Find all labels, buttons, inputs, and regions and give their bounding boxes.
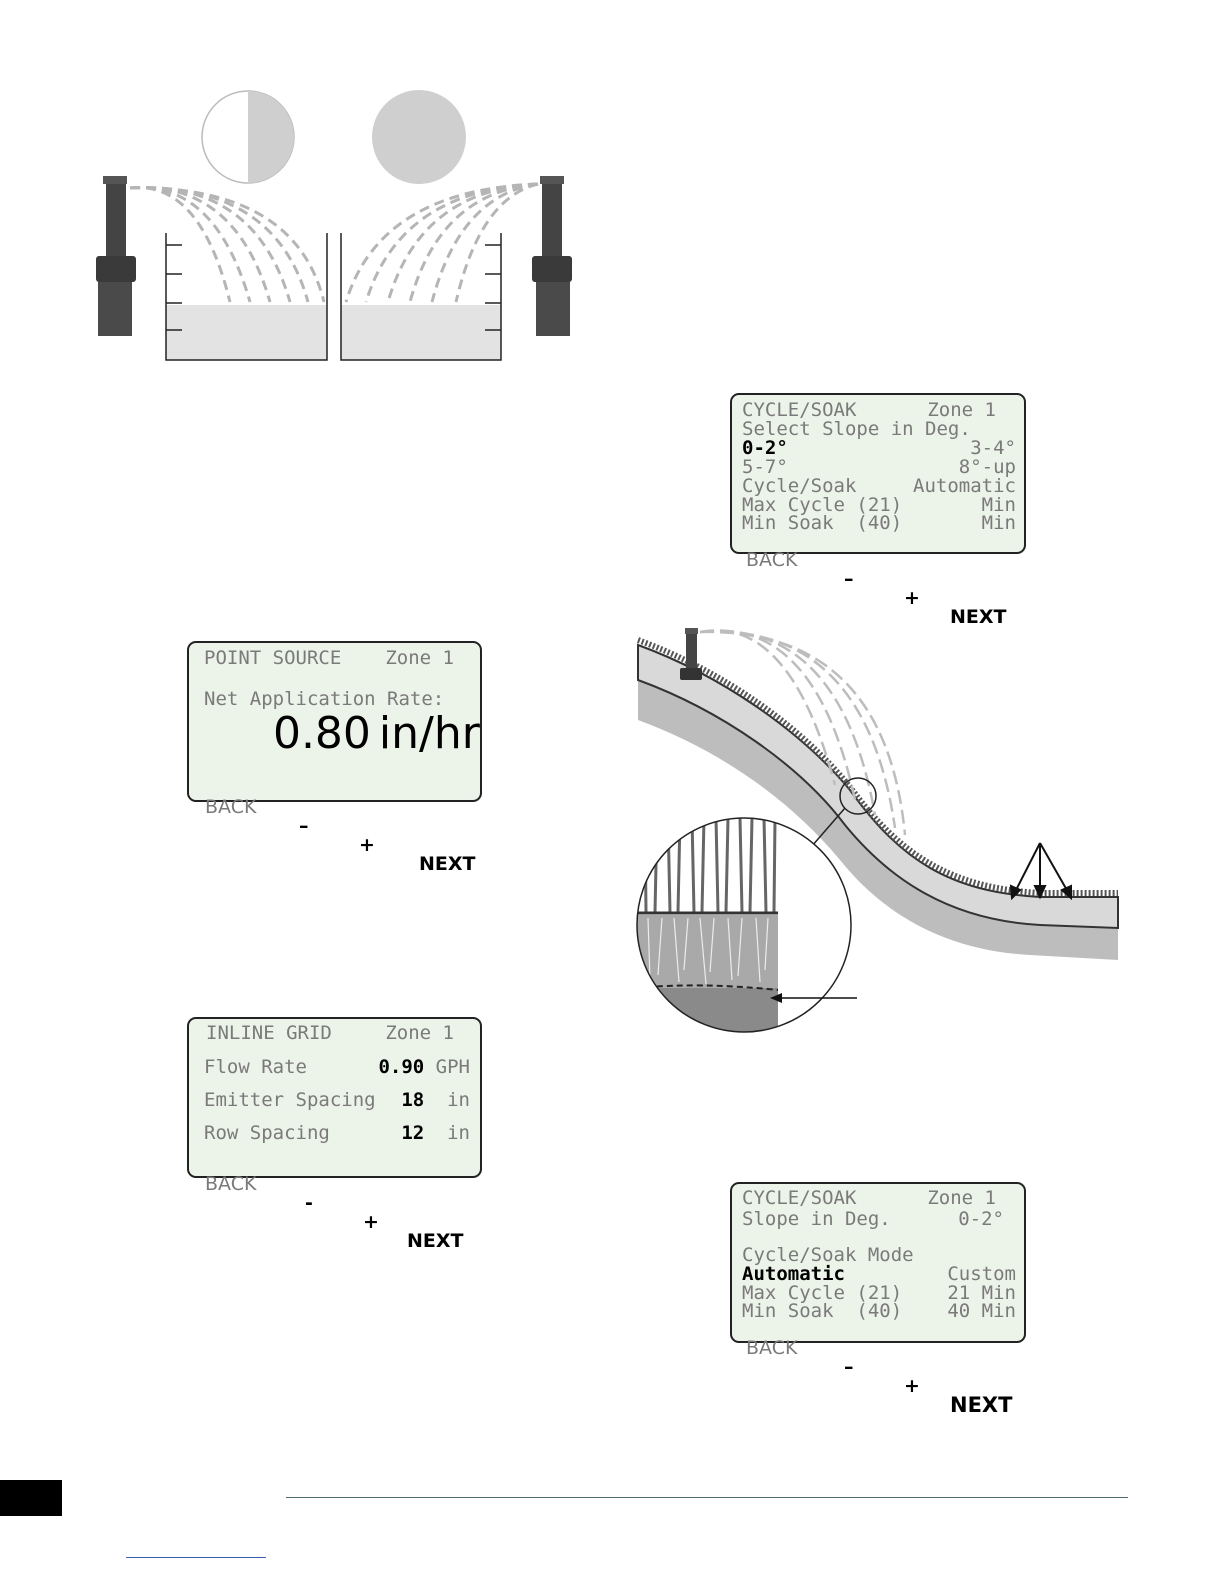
- point-source-display: POINT SOURCE Zone 1 Net Application Rate…: [187, 641, 482, 874]
- slope-spray-streams: [699, 629, 907, 836]
- runoff-arrows: [1009, 842, 1072, 901]
- next-button[interactable]: NEXT: [950, 1393, 1013, 1417]
- back-button[interactable]: BACK: [205, 796, 257, 818]
- footer-rule: [286, 1497, 1128, 1498]
- zone-label: Zone 1: [927, 399, 996, 421]
- max-cycle-value: 21 Min: [947, 1282, 1016, 1304]
- right-spray-streams: [344, 182, 539, 303]
- minus-button[interactable]: –: [844, 568, 854, 590]
- min-soak-label: Min Soak (40): [742, 512, 903, 534]
- display-title: CYCLE/SOAK: [742, 399, 857, 421]
- zone-label: Zone 1: [385, 647, 454, 669]
- display-title: POINT SOURCE: [204, 647, 342, 669]
- mode-custom-option[interactable]: Custom: [947, 1263, 1016, 1285]
- min-soak-unit: Min: [981, 512, 1016, 534]
- emitter-spacing-unit: in: [447, 1089, 470, 1111]
- left-sprinkler-head: [96, 176, 136, 336]
- plus-button[interactable]: +: [904, 1375, 920, 1397]
- cycle-soak-label: Cycle/Soak: [742, 475, 857, 497]
- magnified-soil-detail: [637, 818, 851, 1032]
- zone-label: Zone 1: [385, 1022, 454, 1044]
- back-button[interactable]: BACK: [746, 1337, 798, 1359]
- slope-soil: [636, 637, 1119, 960]
- page-tab-marker: [0, 1480, 62, 1516]
- left-catch-can: [165, 233, 328, 361]
- inline-grid-display: INLINE GRID Zone 1 Flow Rate 0.90 GPH Em…: [187, 1017, 482, 1251]
- next-button[interactable]: NEXT: [407, 1230, 464, 1252]
- max-cycle-label: Max Cycle (21): [742, 494, 903, 516]
- min-soak-label: Min Soak (40): [742, 1300, 903, 1322]
- zoom-connector: [811, 807, 846, 847]
- emitter-spacing-value[interactable]: 18: [401, 1089, 425, 1111]
- right-catch-can: [340, 233, 502, 361]
- back-button[interactable]: BACK: [746, 549, 798, 571]
- minus-button[interactable]: –: [299, 815, 309, 837]
- next-button[interactable]: NEXT: [419, 853, 476, 875]
- cycle-soak-mode-value: Automatic: [913, 475, 1016, 497]
- net-application-rate-unit: in/hr: [378, 708, 480, 759]
- row-spacing-unit: in: [447, 1122, 470, 1144]
- cycle-soak-mode-label: Cycle/Soak Mode: [742, 1244, 914, 1266]
- max-cycle-label: Max Cycle (21): [742, 1282, 903, 1304]
- min-soak-value: 40 Min: [947, 1300, 1016, 1322]
- mode-automatic-option[interactable]: Automatic: [742, 1263, 845, 1285]
- saturation-arrow: [770, 993, 857, 1003]
- magnifier-ring: [636, 817, 852, 1033]
- slope-value: 0-2°: [958, 1208, 1004, 1230]
- slope-prompt: Select Slope in Deg.: [742, 418, 971, 440]
- slope-option-8-up[interactable]: 8°-up: [958, 456, 1016, 478]
- cycle-soak-slope-display: CYCLE/SOAK Zone 1 Select Slope in Deg. 0…: [730, 393, 1026, 627]
- minus-button[interactable]: -: [305, 1192, 313, 1214]
- row-spacing-value[interactable]: 12: [401, 1122, 425, 1144]
- slope-option-5-7[interactable]: 5-7°: [742, 456, 788, 478]
- cycle-soak-mode-display: CYCLE/SOAK Zone 1 Slope in Deg. 0-2° Cyc…: [730, 1182, 1026, 1416]
- slope-option-0-2[interactable]: 0-2°: [742, 437, 788, 459]
- zoom-spot: [839, 777, 877, 815]
- plus-button[interactable]: +: [363, 1211, 379, 1233]
- display-title: CYCLE/SOAK: [742, 1187, 857, 1209]
- slope-label: Slope in Deg.: [742, 1208, 891, 1230]
- slope-option-3-4[interactable]: 3-4°: [970, 437, 1016, 459]
- max-cycle-unit: Min: [981, 494, 1016, 516]
- right-sprinkler-head: [532, 176, 572, 336]
- flow-rate-label: Flow Rate: [204, 1056, 307, 1078]
- zone-label: Zone 1: [927, 1187, 996, 1209]
- left-spray-streams: [129, 186, 326, 303]
- net-application-rate-value: 0.80: [272, 708, 371, 759]
- row-spacing-label: Row Spacing: [204, 1122, 330, 1144]
- emitter-spacing-label: Emitter Spacing: [204, 1089, 376, 1111]
- net-application-rate-label: Net Application Rate:: [204, 688, 445, 710]
- flow-rate-unit: GPH: [435, 1056, 470, 1078]
- slope-sprinkler-head: [680, 628, 702, 680]
- half-circle-icon: [201, 90, 295, 184]
- flow-rate-value[interactable]: 0.90: [378, 1056, 425, 1078]
- minus-button[interactable]: –: [844, 1356, 854, 1378]
- display-title: INLINE GRID: [206, 1022, 332, 1044]
- back-button[interactable]: BACK: [205, 1173, 257, 1195]
- plus-button[interactable]: +: [904, 587, 920, 609]
- plus-button[interactable]: +: [359, 834, 375, 856]
- full-circle-icon: [372, 90, 466, 184]
- next-button[interactable]: NEXT: [950, 606, 1007, 628]
- footer-link-underline: [126, 1557, 266, 1558]
